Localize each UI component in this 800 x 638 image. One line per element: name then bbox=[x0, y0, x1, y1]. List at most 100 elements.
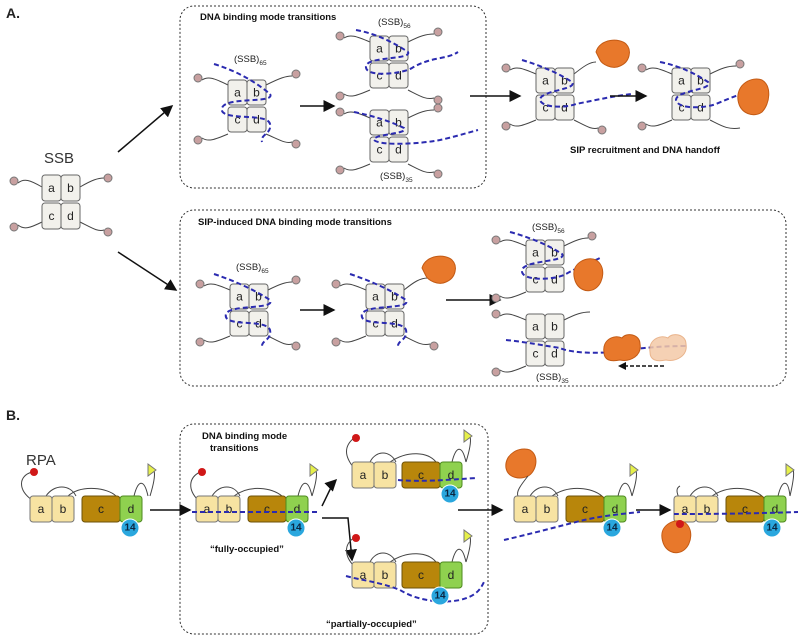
ssb56-sip-complex: a b c d bbox=[491, 231, 604, 303]
ssb-free-tetramer: a b c d bbox=[9, 173, 113, 237]
svg-text:a: a bbox=[376, 42, 383, 56]
arrow-to-box2 bbox=[117, 251, 178, 291]
svg-text:c: c bbox=[679, 101, 685, 115]
svg-text:14: 14 bbox=[444, 489, 456, 500]
svg-text:d: d bbox=[253, 113, 260, 127]
svg-text:c: c bbox=[235, 113, 241, 127]
svg-text:c: c bbox=[377, 69, 383, 83]
ssb65-complex-2: a b c d bbox=[195, 273, 301, 351]
ssb65-label-1: (SSB)65 bbox=[234, 54, 267, 67]
sip-protein-icon bbox=[603, 334, 641, 362]
svg-text:b: b bbox=[391, 290, 398, 304]
svg-text:a: a bbox=[682, 502, 689, 516]
svg-text:a: a bbox=[542, 74, 549, 88]
panel-b-label: B. bbox=[6, 407, 20, 423]
svg-text:a: a bbox=[236, 290, 243, 304]
arrow-to-box1 bbox=[117, 105, 174, 153]
ssb56-complex-1: a b c d bbox=[335, 27, 459, 105]
sip-protein-icon bbox=[661, 520, 692, 554]
sip-protein-icon bbox=[421, 255, 456, 284]
sip-recruit-complex: a b c d bbox=[501, 39, 633, 135]
subunit-c: c bbox=[49, 209, 55, 223]
rpa-label: RPA bbox=[26, 452, 56, 469]
rpa-free: a b c d 14 bbox=[21, 463, 157, 538]
handoff-caption: SIP recruitment and DNA handoff bbox=[570, 145, 721, 156]
arrow-to-partial bbox=[322, 517, 357, 562]
partially-occupied-label: “partially-occupied” bbox=[326, 619, 417, 630]
box2-title: SIP-induced DNA binding mode transitions bbox=[198, 217, 392, 228]
subunit-a: a bbox=[48, 181, 55, 195]
sip-protein-icon bbox=[595, 39, 630, 68]
svg-text:d: d bbox=[448, 568, 455, 582]
dna-binding-mode-box bbox=[179, 5, 487, 189]
svg-text:14: 14 bbox=[290, 523, 302, 534]
svg-text:a: a bbox=[522, 502, 529, 516]
svg-text:b: b bbox=[395, 42, 402, 56]
svg-text:b: b bbox=[395, 116, 402, 130]
svg-text:b: b bbox=[551, 246, 558, 260]
svg-text:14: 14 bbox=[434, 591, 446, 602]
rpa-box-title-1: DNA binding mode bbox=[202, 431, 287, 442]
svg-text:b: b bbox=[551, 320, 558, 334]
svg-text:d: d bbox=[395, 143, 402, 157]
svg-text:a: a bbox=[372, 290, 379, 304]
svg-text:b: b bbox=[382, 568, 389, 582]
rpa-partially-occupied: a b c d 14 bbox=[345, 529, 485, 606]
svg-text:c: c bbox=[533, 347, 539, 361]
svg-text:d: d bbox=[551, 347, 558, 361]
svg-text:c: c bbox=[418, 468, 424, 482]
svg-text:c: c bbox=[373, 317, 379, 331]
svg-text:b: b bbox=[704, 502, 711, 516]
svg-text:b: b bbox=[60, 502, 67, 516]
svg-text:a: a bbox=[234, 86, 241, 100]
ssb56-label-2: (SSB)56 bbox=[532, 222, 565, 235]
svg-text:d: d bbox=[128, 502, 135, 516]
ssb65-complex-1: a b c d bbox=[193, 63, 301, 149]
svg-text:b: b bbox=[382, 468, 389, 482]
ssb65-sip-complex: a b c d bbox=[331, 255, 456, 351]
subunit-b: b bbox=[67, 181, 74, 195]
rpa-transition-box bbox=[179, 423, 489, 635]
sip-protein-faded-icon bbox=[649, 334, 687, 362]
svg-text:b: b bbox=[697, 74, 704, 88]
svg-text:a: a bbox=[376, 116, 383, 130]
svg-text:c: c bbox=[264, 502, 270, 516]
sip-protein-icon bbox=[737, 78, 770, 116]
svg-text:c: c bbox=[98, 502, 104, 516]
svg-text:a: a bbox=[38, 502, 45, 516]
ssb35-sip-complex: a b c d bbox=[491, 309, 687, 377]
svg-text:d: d bbox=[697, 101, 704, 115]
ssb35-label-2: (SSB)35 bbox=[536, 372, 569, 385]
svg-text:14: 14 bbox=[606, 523, 618, 534]
svg-text:b: b bbox=[561, 74, 568, 88]
arrow-to-top-rpa bbox=[321, 478, 338, 507]
fully-occupied-label: “fully-occupied” bbox=[210, 544, 284, 555]
svg-text:d: d bbox=[551, 273, 558, 287]
sip-handoff-complex: a b c d bbox=[637, 59, 770, 131]
svg-text:d: d bbox=[448, 468, 455, 482]
box1-title: DNA binding mode transitions bbox=[200, 12, 336, 23]
ssb56-label-1: (SSB)56 bbox=[378, 17, 411, 30]
svg-text:a: a bbox=[532, 246, 539, 260]
svg-text:c: c bbox=[582, 502, 588, 516]
svg-text:c: c bbox=[742, 502, 748, 516]
svg-text:d: d bbox=[561, 101, 568, 115]
rpa-sip-handoff: a b c d 14 bbox=[661, 463, 799, 554]
ssb-label: SSB bbox=[44, 150, 74, 167]
rpa-top-variant: a b c d 14 bbox=[346, 429, 477, 504]
svg-text:b: b bbox=[226, 502, 233, 516]
svg-text:14: 14 bbox=[766, 523, 778, 534]
ssb65-label-2: (SSB)65 bbox=[236, 262, 269, 275]
svg-text:d: d bbox=[294, 502, 301, 516]
rpa-sip-recruit: a b c d 14 bbox=[503, 448, 641, 541]
svg-text:c: c bbox=[377, 143, 383, 157]
svg-text:14: 14 bbox=[124, 523, 136, 534]
sip-induced-box bbox=[179, 209, 787, 387]
ssb35-complex-1: a b c d bbox=[335, 103, 479, 179]
svg-text:d: d bbox=[612, 502, 619, 516]
sip-protein-icon bbox=[573, 258, 604, 292]
svg-text:a: a bbox=[360, 468, 367, 482]
svg-text:a: a bbox=[532, 320, 539, 334]
svg-text:d: d bbox=[395, 69, 402, 83]
